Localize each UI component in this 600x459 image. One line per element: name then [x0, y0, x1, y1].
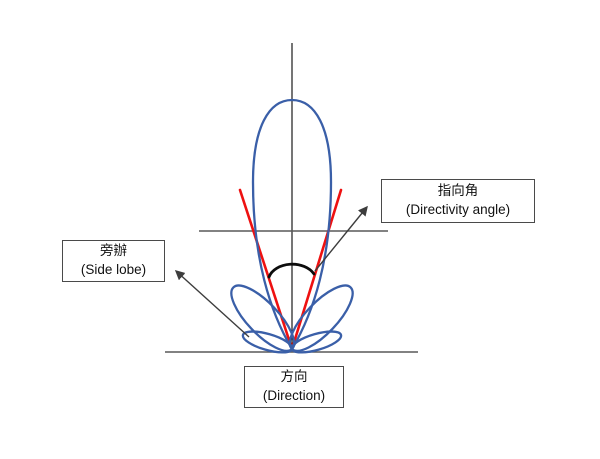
side-lobe-label-en: (Side lobe): [80, 262, 147, 277]
directivity-angle-arrow: [314, 205, 368, 272]
directivity-angle-label-zh: 指向角: [437, 183, 479, 199]
directivity-angle-arc: [267, 262, 316, 279]
directivity-angle-label-box: 指向角 (Directivity angle): [381, 179, 535, 223]
direction-label-zh: 方向: [280, 369, 308, 385]
beam-edge-line-left: [238, 188, 294, 351]
directivity-angle-label-en: (Directivity angle): [405, 202, 511, 217]
side-lobe-label-zh: 旁辦: [100, 243, 127, 259]
side-lobes-group: [230, 284, 354, 354]
side-lobe-arrow: [174, 270, 250, 338]
side-lobe-label-box: 旁辦 (Side lobe): [62, 240, 165, 282]
direction-label-en: (Direction): [262, 388, 326, 403]
side-lobe-right-small: [290, 330, 343, 354]
direction-label-box: 方向 (Direction): [244, 366, 344, 408]
